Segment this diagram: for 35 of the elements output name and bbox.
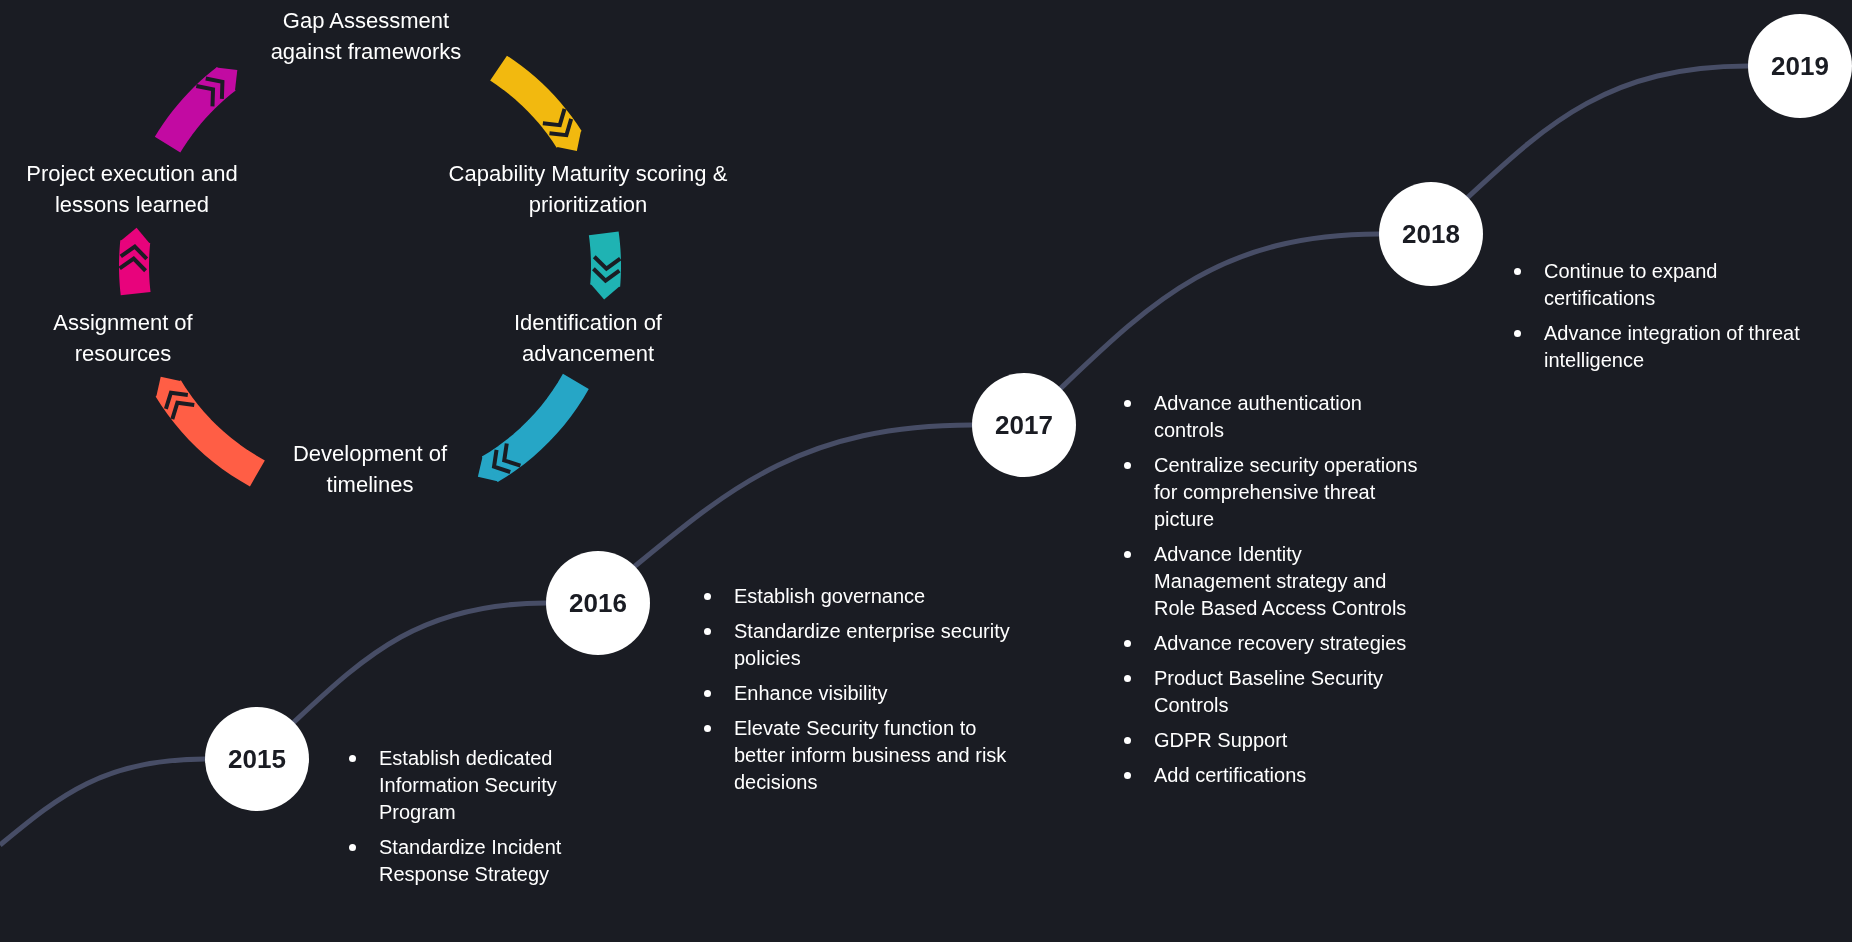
year-circle: 2018 [1379,182,1483,286]
cycle-step-label: Project execution and lessons learned [2,158,262,220]
year-circle: 2019 [1748,14,1852,118]
bullet-item: Establish governance [700,583,1010,610]
timeline-curve [632,422,973,569]
cycle-step-label: Development of timelines [270,438,470,500]
bullet-item: Advance recovery strategies [1120,630,1420,657]
cycle-step-label: Gap Assessment against frameworks [246,5,486,67]
bullet-item: Advance Identity Management strategy and Role Based Access Controls [1120,541,1420,622]
cycle-step-label: Assignment of resources [13,307,233,369]
cycle-arrow [154,65,240,154]
bullet-item: GDPR Support [1120,727,1420,754]
cycle-arrow [475,373,589,484]
bullet-item: Product Baseline Security Controls [1120,665,1420,719]
cycle-arrow [490,55,584,154]
timeline-curve [1058,231,1380,391]
bullet-item: Advance integration of threat intelligence [1510,320,1810,374]
year-circle: 2016 [546,551,650,655]
bullet-item: Standardize Incident Response Strategy [345,834,615,888]
year-circle: 2017 [972,373,1076,477]
bullet-item: Continue to expand certifications [1510,258,1810,312]
bullet-item: Advance authentication controls [1120,390,1420,444]
bullet-item: Elevate Security function to better inform business and risk decisions [700,715,1010,796]
bullet-item: Enhance visibility [700,680,1010,707]
bullet-item: Centralize security operations for comprehensive threat picture [1120,452,1420,533]
cycle-arrow [154,374,265,487]
timeline-curve [1465,63,1749,200]
cycle-step-label: Capability Maturity scoring & prioritization [448,158,728,220]
bullet-item: Standardize enterprise security policies [700,618,1010,672]
bullet-item: Establish dedicated Information Security Program [345,745,615,826]
timeline-curve [0,756,206,847]
cycle-step-label: Identification of advancement [478,307,698,369]
timeline-curve [291,600,547,725]
year-circle: 2015 [205,707,309,811]
bullet-item: Add certifications [1120,762,1420,789]
